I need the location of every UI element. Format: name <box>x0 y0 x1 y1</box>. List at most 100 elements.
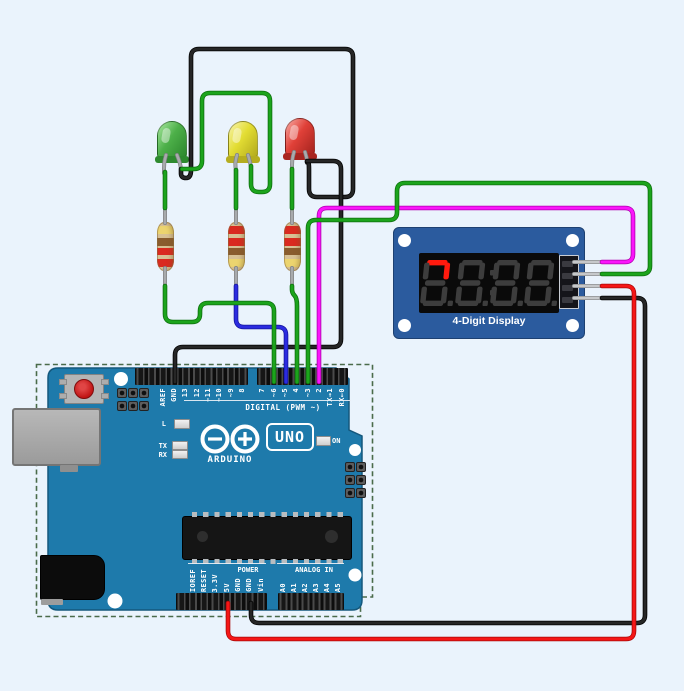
segment-g <box>494 280 516 286</box>
pin-label: A5 <box>333 582 342 592</box>
display-glass <box>419 253 559 313</box>
led-tx <box>172 441 188 450</box>
digit-2 <box>455 260 489 306</box>
led-rx <box>172 450 188 459</box>
segment-f <box>457 262 465 280</box>
pin-label: A2 <box>300 582 309 592</box>
on-label: ON <box>332 436 341 445</box>
silk-line-digital <box>184 400 351 402</box>
colon-dot <box>490 290 495 296</box>
pin-label: A1 <box>289 582 298 592</box>
led-green[interactable] <box>155 121 189 163</box>
segment-g <box>424 280 446 286</box>
pin-label: 4 <box>292 388 301 393</box>
chip-dot <box>325 530 338 543</box>
resistor-2[interactable] <box>227 222 245 271</box>
pin-label: Vin <box>256 578 265 592</box>
pin-label: 7 <box>258 388 267 393</box>
reset-button[interactable] <box>74 379 94 399</box>
usb-connector <box>12 408 101 472</box>
pin-label: 3.3V <box>211 573 220 592</box>
header-digital-right[interactable] <box>257 368 348 385</box>
segment-f <box>422 262 430 280</box>
pin-label: ~5 <box>281 388 290 398</box>
segment-d <box>457 300 479 306</box>
pin-label: ~9 <box>226 388 235 398</box>
led-l-label: L <box>161 419 166 428</box>
pin-label: 8 <box>237 388 246 393</box>
digit-3 <box>490 260 524 306</box>
led-red[interactable] <box>283 118 317 160</box>
segment-a <box>531 260 552 266</box>
icsp-header-1[interactable] <box>117 388 149 411</box>
decimal-point <box>517 300 524 306</box>
mount-hole <box>107 593 123 609</box>
resistor-3[interactable] <box>283 222 301 271</box>
chip-dot <box>197 531 208 542</box>
pin-label: AREF <box>158 388 167 407</box>
silk-line-power <box>188 563 266 565</box>
pin-label: RX←0 <box>337 388 346 407</box>
led-rx-label: RX <box>158 450 167 459</box>
icsp-header-2[interactable] <box>345 462 366 498</box>
digit-1 <box>420 260 454 306</box>
silk-line-analog <box>277 563 344 565</box>
segment-g <box>459 280 481 286</box>
segment-d <box>422 300 444 306</box>
decimal-point <box>551 300 558 306</box>
segment-g <box>528 280 550 286</box>
analog-caption: ANALOG IN <box>295 565 333 574</box>
arduino-infinity-logo <box>200 424 260 454</box>
segment-f <box>526 262 534 280</box>
pin-label: 5V <box>222 582 231 592</box>
resistor-1[interactable] <box>156 222 174 271</box>
segment-a <box>497 260 518 266</box>
four-digit-display-module[interactable]: 4-Digit Display <box>393 227 585 339</box>
segment-d <box>526 300 548 306</box>
led-flange <box>283 153 317 160</box>
led-yellow[interactable] <box>226 121 260 163</box>
seven-segment-digits <box>420 260 558 306</box>
pin-label: ~3 <box>303 388 312 398</box>
power-caption: POWER <box>237 565 259 574</box>
header-digital-left[interactable] <box>135 368 248 385</box>
colon-dot <box>490 270 495 276</box>
pin-label: A3 <box>311 582 320 592</box>
reset-button-base <box>59 374 109 404</box>
led-l <box>174 419 190 429</box>
pin-label: RESET <box>200 568 209 592</box>
pin-label: 2 <box>314 388 323 393</box>
segment-a <box>427 260 448 266</box>
led-flange <box>226 156 260 163</box>
mount-hole <box>349 444 361 456</box>
display-pin-block[interactable] <box>559 255 579 309</box>
segment-d <box>492 300 514 306</box>
decimal-point <box>482 300 489 306</box>
pin-label: A0 <box>278 582 287 592</box>
display-caption: 4-Digit Display <box>452 315 526 327</box>
mount-hole <box>566 234 579 247</box>
pin-label: GND <box>170 388 179 402</box>
arduino-logo-text: ARDUINO <box>207 455 253 465</box>
segment-a <box>462 260 483 266</box>
digital-caption: DIGITAL (PWM ~) <box>245 403 321 412</box>
pin-label: A4 <box>322 582 331 592</box>
led-tx-label: TX <box>158 441 167 450</box>
led-flange <box>155 156 189 163</box>
pin-label: 13 <box>181 388 190 398</box>
led-on <box>316 436 331 446</box>
header-power[interactable] <box>176 593 267 610</box>
pin-label: GND <box>234 578 243 592</box>
mount-hole <box>398 234 411 247</box>
uno-model-badge: UNO <box>266 423 314 451</box>
header-analog[interactable] <box>277 593 344 610</box>
pin-label: GND <box>245 578 254 592</box>
decimal-point <box>447 300 454 306</box>
pin-label: ~6 <box>269 388 278 398</box>
pin-label: IOREF <box>188 568 197 592</box>
digit-4 <box>524 260 558 306</box>
mount-hole <box>114 372 128 386</box>
power-jack <box>40 555 105 605</box>
mount-hole <box>348 568 362 582</box>
